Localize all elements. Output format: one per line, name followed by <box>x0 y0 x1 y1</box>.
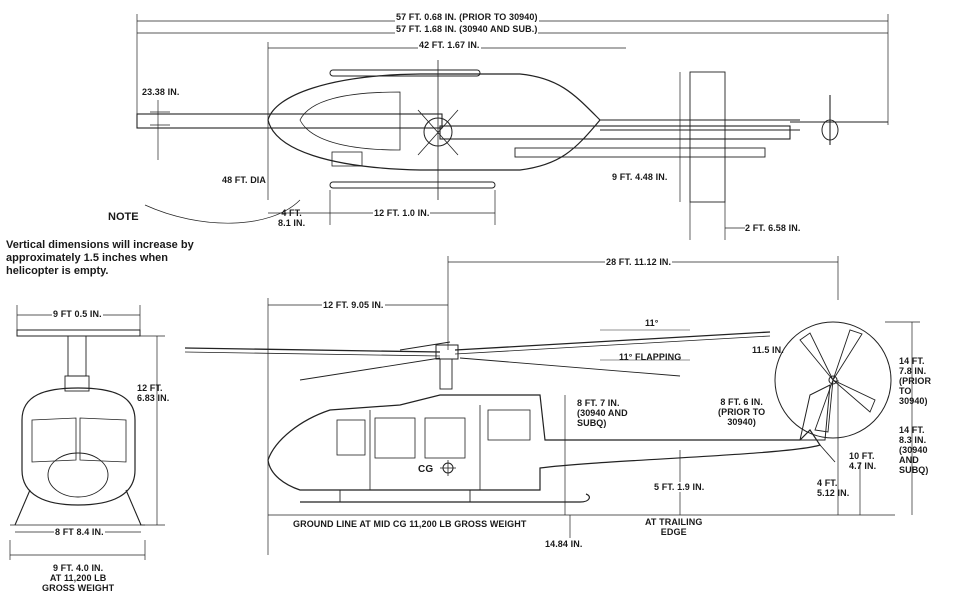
skid-width-label: 8 FT 8.4 IN. <box>54 527 105 537</box>
overall-height-prior-label: 14 FT. 7.8 IN. (PRIOR TO 30940) <box>899 356 932 406</box>
cg-label: CG <box>418 464 434 475</box>
tail-rotor-hub-height-label: 10 FT. 4.7 IN. <box>849 451 877 471</box>
fuselage-length-label: 42 FT. 1.67 IN. <box>418 40 481 50</box>
tail-skid-height-label: 4 FT. 5.12 IN. <box>817 478 850 498</box>
rotor-diameter-label: 48 FT. DIA <box>222 175 267 185</box>
cabin-floor-height-label: 5 FT. 1.9 IN. <box>653 482 706 492</box>
stabilizer-offset-label: 2 FT. 6.58 IN. <box>745 223 801 233</box>
front-view <box>9 305 165 560</box>
mast-width-label: 9 FT 0.5 IN. <box>52 309 103 319</box>
skid-length-label: 12 FT. 1.0 IN. <box>373 208 431 218</box>
skid-clearance-label: 14.84 IN. <box>545 539 583 549</box>
trailing-edge-label: AT TRAILING EDGE <box>645 517 703 537</box>
blade-chord-label: 23.38 IN. <box>142 87 180 97</box>
ground-line-label: GROUND LINE AT MID CG 11,200 LB GROSS WE… <box>292 519 528 529</box>
rotor-to-tail-label: 28 FT. 11.12 IN. <box>605 257 673 267</box>
mast-height-sub-label: 8 FT. 7 IN. (30940 AND SUBQ) <box>577 398 628 428</box>
stabilizer-span-label: 9 FT. 4.48 IN. <box>612 172 668 182</box>
top-view <box>136 14 889 240</box>
tail-rotor-height-prior-label: 8 FT. 6 IN. (PRIOR TO 30940) <box>718 397 766 427</box>
overall-height-sub-label: 14 FT. 8.3 IN. (30940 AND SUBQ) <box>899 425 929 475</box>
flapping-angle-label: 11° FLAPPING <box>619 352 682 362</box>
note-text: Vertical dimensions will increase by app… <box>6 239 194 277</box>
overall-length-sub-label: 57 FT. 1.68 IN. (30940 AND SUB.) <box>395 24 539 34</box>
cone-angle-label: 11° <box>645 318 659 328</box>
front-height-label: 12 FT. 6.83 IN. <box>137 383 170 403</box>
tail-rotor-offset-label: 11.5 IN. <box>752 345 784 355</box>
skid-offset-label: 4 FT. 8.1 IN. <box>278 208 306 228</box>
tread-width-label: 9 FT. 4.0 IN. AT 11,200 LB GROSS WEIGHT <box>42 563 115 593</box>
nose-to-mast-label: 12 FT. 9.05 IN. <box>322 300 385 310</box>
note-title: NOTE <box>108 211 139 223</box>
side-view <box>184 256 920 555</box>
overall-length-prior-label: 57 FT. 0.68 IN. (PRIOR TO 30940) <box>395 12 539 22</box>
